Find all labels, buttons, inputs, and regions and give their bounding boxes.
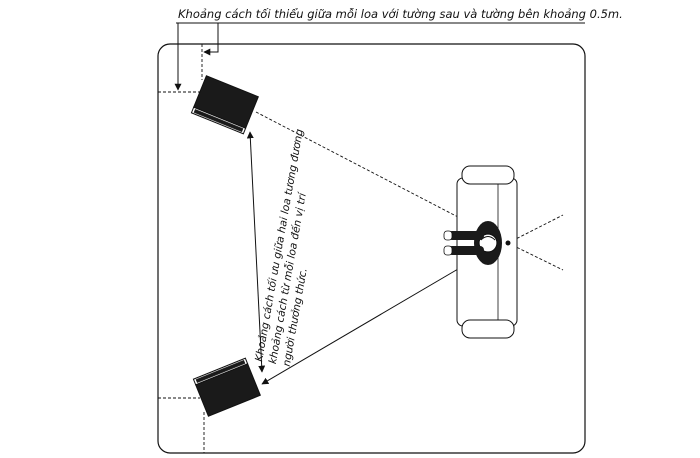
speaker-to-speaker-arrow (246, 131, 266, 373)
wall-distance-annotation: Khoảng cách tối thiểu giữa mỗi loa với t… (178, 7, 623, 21)
bottom-speaker-to-listener-arrow (261, 261, 471, 385)
speaker-bottom (192, 357, 261, 417)
back-wall-leader (203, 23, 219, 56)
listener (443, 221, 511, 265)
speaker-top (190, 75, 259, 135)
room-outline (157, 43, 586, 454)
triangle-annotation: Khoảng cách tối ưu giữa hai loa tương đư… (253, 128, 310, 368)
